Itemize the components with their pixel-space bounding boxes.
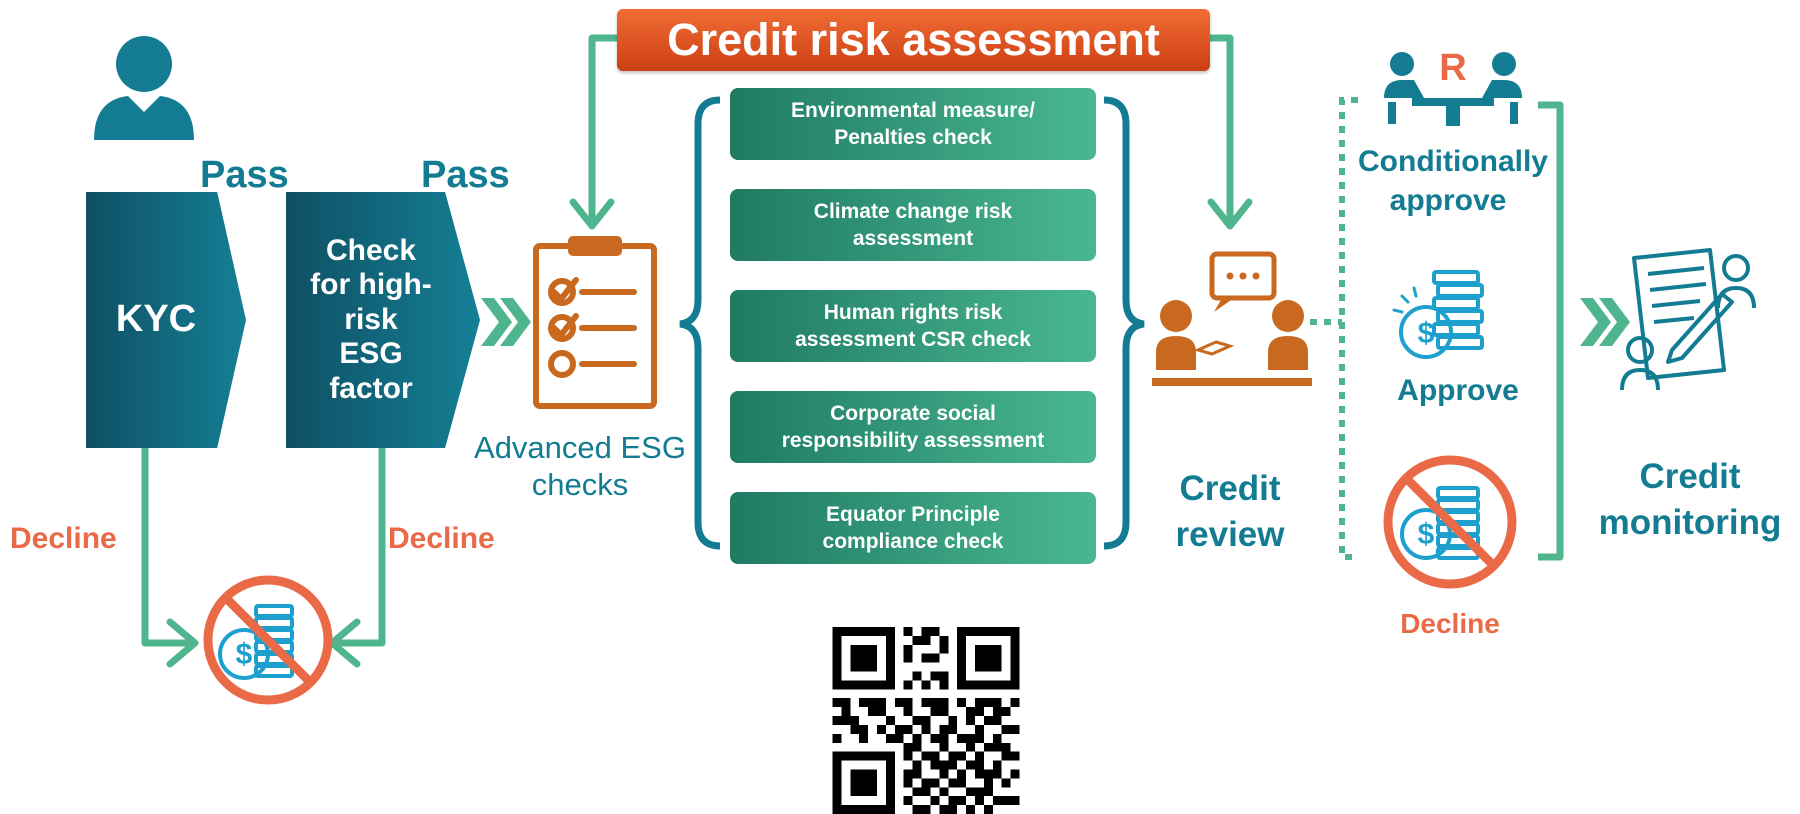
approve-label: Approve <box>1397 374 1519 407</box>
check-climate: Climate change risk assessment <box>730 189 1096 261</box>
check-equator: Equator Principle compliance check <box>730 492 1096 564</box>
qr-code-image[interactable] <box>832 627 1020 814</box>
credit-monitoring-line2: monitoring <box>1598 502 1782 542</box>
check-environmental-line2: Penalties check <box>834 126 992 149</box>
check-human-rights: Human rights risk assessment CSR check <box>730 290 1096 362</box>
high-risk-esg-label: Check for high- risk ESG factor <box>310 233 432 405</box>
credit-risk-assessment-title: Credit risk assessment <box>617 9 1210 71</box>
user-icon <box>94 36 194 140</box>
check-environmental-line1: Environmental measure/ <box>791 98 1035 122</box>
advanced-esg-line2: checks <box>531 467 629 503</box>
title-to-checks-arrow <box>569 34 621 230</box>
title-to-review-arrow <box>1206 34 1253 230</box>
decline-label-kyc: Decline <box>10 522 117 555</box>
chevron-arrow-2 <box>1580 298 1630 346</box>
advanced-esg-checks-label: Advanced ESG checks <box>470 429 690 503</box>
kyc-decline-arrow <box>141 444 199 668</box>
pass-label-esg: Pass <box>421 154 510 196</box>
credit-review-line1: Credit <box>1179 469 1281 508</box>
esg-decline-arrow <box>328 444 386 668</box>
approve-coins-icon: $ <box>1392 270 1484 359</box>
check-climate-line2: assessment <box>852 227 974 250</box>
decline-label-right: Decline <box>1400 608 1500 639</box>
decline-label-esg: Decline <box>388 522 495 555</box>
kyc-label: KYC <box>115 298 197 341</box>
review-badge-text: R <box>1439 47 1466 89</box>
svg-text:$: $ <box>1418 518 1435 551</box>
left-brace <box>679 96 721 550</box>
conditionally-approve-line1: Conditionally <box>1358 145 1548 178</box>
credit-review-label: Credit review <box>1150 466 1310 557</box>
right-brace <box>1103 96 1145 550</box>
svg-text:$: $ <box>236 638 253 671</box>
high-risk-esg-step <box>286 192 480 448</box>
pass-label-kyc: Pass <box>200 154 289 196</box>
check-csr-line2: responsibility assessment <box>781 429 1045 452</box>
review-to-outcomes-dotted <box>1310 97 1358 560</box>
svg-text:$: $ <box>1418 317 1435 350</box>
check-human-rights-line2: assessment CSR check <box>795 328 1031 351</box>
check-environmental: Environmental measure/Penalties check <box>730 88 1096 160</box>
clipboard-checklist-icon <box>533 236 657 409</box>
conditionally-approve-label: Conditionally approve <box>1358 142 1548 220</box>
credit-monitoring-line1: Credit <box>1639 457 1741 496</box>
kyc-step <box>86 192 246 448</box>
declined-loan-icon-right: $ <box>1383 455 1517 589</box>
credit-review-line2: review <box>1175 514 1285 554</box>
check-csr-line1: Corporate social <box>830 401 996 425</box>
check-human-rights-line1: Human rights risk <box>823 300 1003 324</box>
chevron-arrow-1 <box>481 298 531 346</box>
credit-review-meeting-icon <box>1152 251 1312 386</box>
conditional-approve-meeting-icon: R <box>1384 47 1522 126</box>
declined-loan-icon: $ <box>203 575 333 705</box>
check-equator-line2: compliance check <box>822 530 1004 553</box>
check-csr: Corporate social responsibility assessmen… <box>730 391 1096 463</box>
check-equator-line1: Equator Principle <box>826 502 1000 526</box>
outcomes-bracket <box>1538 101 1564 561</box>
advanced-esg-line1: Advanced ESG <box>474 430 686 465</box>
credit-monitoring-icon <box>1620 248 1756 391</box>
credit-monitoring-label: Credit monitoring <box>1590 454 1790 545</box>
conditionally-approve-line2: approve <box>1389 184 1507 217</box>
check-climate-line1: Climate change risk <box>813 199 1013 223</box>
